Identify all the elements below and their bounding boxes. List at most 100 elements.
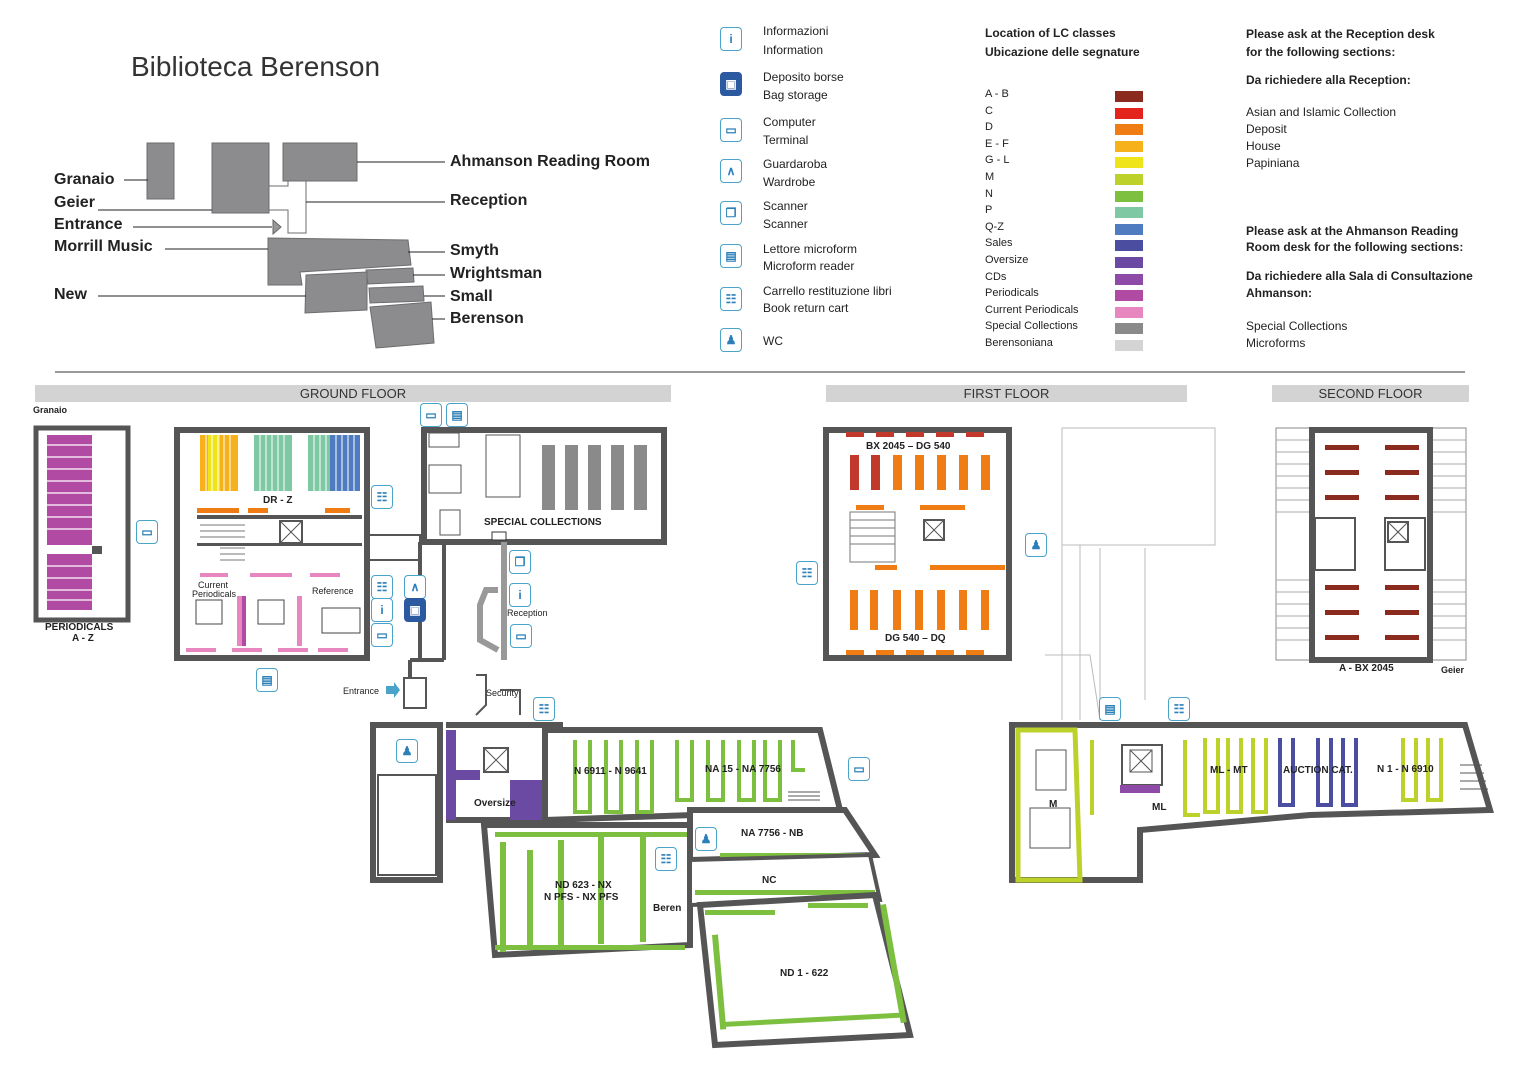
key-block-small[interactable] bbox=[368, 285, 425, 304]
service-en-computer: Terminal bbox=[763, 133, 809, 147]
plan-label-current: Current bbox=[198, 580, 229, 590]
hanger-icon[interactable]: ∧ bbox=[404, 575, 426, 599]
info-icon[interactable]: i bbox=[371, 598, 393, 622]
lc-legend-swatch bbox=[1115, 306, 1143, 318]
key-label-ahmanson[interactable]: Ahmanson Reading Room bbox=[450, 153, 651, 170]
plan-label-m: M bbox=[1049, 799, 1058, 810]
wc-icon[interactable]: ♟ bbox=[695, 827, 717, 851]
floor-title-first: FIRST FLOOR bbox=[826, 385, 1187, 402]
lc-legend-label: Current Periodicals bbox=[985, 303, 1079, 316]
lc-legend-swatch bbox=[1115, 273, 1143, 285]
computer-icon[interactable]: ▭ bbox=[420, 403, 442, 427]
room-nd1[interactable] bbox=[696, 891, 914, 1049]
service-it-scanner: Scanner bbox=[763, 199, 808, 213]
key-block-ahmanson[interactable] bbox=[282, 142, 358, 182]
ahmanson-heading-it-1: Da richiedere alla Sala di Consultazione bbox=[1246, 269, 1473, 283]
key-block-granaio[interactable] bbox=[146, 142, 175, 200]
scanner-icon: ❐ bbox=[720, 201, 742, 225]
first-floor-bottom-shelves bbox=[850, 590, 989, 630]
lc-legend-swatch bbox=[1115, 107, 1143, 119]
lc-legend-swatch bbox=[1115, 240, 1143, 252]
book-cart-icon[interactable]: ☷ bbox=[371, 485, 393, 509]
n6911-shelves bbox=[573, 740, 805, 814]
floor-title-ground: GROUND FLOOR bbox=[35, 385, 671, 402]
page-title: Biblioteca Berenson bbox=[131, 51, 381, 82]
reception-item: Papiniana bbox=[1246, 156, 1300, 170]
service-it-computer: Computer bbox=[763, 115, 816, 129]
room-na7756[interactable] bbox=[687, 807, 881, 864]
reception-item: Deposit bbox=[1246, 122, 1287, 136]
plan-label-a-bx: A - BX 2045 bbox=[1339, 663, 1394, 674]
plan-label-ml: ML bbox=[1152, 802, 1167, 813]
key-label-morrill-music[interactable]: Morrill Music bbox=[54, 238, 153, 255]
scanner-icon[interactable]: ❐ bbox=[509, 550, 531, 574]
service-en-bag: Bag storage bbox=[763, 88, 828, 102]
lc-legend-label: Special Collections bbox=[985, 320, 1078, 333]
service-it-info: Informazioni bbox=[763, 24, 829, 38]
key-block-berenson[interactable] bbox=[369, 301, 435, 349]
key-label-geier[interactable]: Geier bbox=[54, 194, 95, 211]
wc-icon[interactable]: ♟ bbox=[1025, 533, 1047, 557]
computer-icon[interactable]: ▭ bbox=[848, 757, 870, 781]
microform-icon[interactable]: ▤ bbox=[256, 668, 278, 692]
key-label-wrightsman[interactable]: Wrightsman bbox=[450, 265, 543, 282]
service-it-book-cart: Carrello restituzione libri bbox=[763, 284, 892, 298]
book-cart-icon[interactable]: ☷ bbox=[1168, 697, 1190, 721]
book-cart-icon[interactable]: ☷ bbox=[796, 561, 818, 585]
wc-icon: ♟ bbox=[720, 328, 742, 352]
lc-legend-label: Oversize bbox=[985, 254, 1029, 266]
wc-icon[interactable]: ♟ bbox=[396, 739, 418, 763]
first-floor-plan bbox=[823, 427, 1494, 883]
key-label-small[interactable]: Small bbox=[450, 288, 493, 305]
book-cart-icon[interactable]: ☷ bbox=[533, 697, 555, 721]
ahmanson-item: Microforms bbox=[1246, 336, 1306, 350]
nd623-shelves bbox=[495, 832, 690, 952]
lc-legend-swatch bbox=[1115, 157, 1143, 169]
key-block-morrill[interactable] bbox=[267, 237, 412, 286]
oversize-shelf bbox=[446, 730, 456, 820]
ml-shelves bbox=[1090, 738, 1443, 817]
book-cart-icon[interactable]: ☷ bbox=[655, 847, 677, 871]
computer-icon[interactable]: ▭ bbox=[136, 520, 158, 544]
room-nd623[interactable] bbox=[480, 822, 693, 959]
lc-legend-swatch bbox=[1115, 257, 1143, 268]
lc-legend-swatch bbox=[1115, 140, 1143, 152]
key-label-berenson[interactable]: Berenson bbox=[450, 310, 524, 327]
lc-legend-title-it: Ubicazione delle segnature bbox=[985, 45, 1140, 59]
key-block-geier[interactable] bbox=[211, 142, 270, 214]
key-label-new[interactable]: New bbox=[54, 286, 87, 303]
key-label-smyth[interactable]: Smyth bbox=[450, 242, 499, 259]
service-en-microform: Microform reader bbox=[763, 259, 855, 273]
plan-label-dr-z: DR - Z bbox=[263, 495, 293, 506]
computer-icon[interactable]: ▭ bbox=[371, 623, 393, 647]
floor-title-second: SECOND FLOOR bbox=[1272, 385, 1469, 402]
reception-heading-it: Da richiedere alla Reception: bbox=[1246, 73, 1411, 87]
plan-label-dg540: DG 540 – DQ bbox=[885, 633, 946, 644]
lc-legend-label: E - F bbox=[985, 137, 1009, 150]
plan-label-n6911: N 6911 - N 9641 bbox=[574, 766, 647, 777]
lc-legend-swatch bbox=[1115, 207, 1143, 219]
microform-icon[interactable]: ▤ bbox=[446, 403, 468, 427]
key-label-granaio[interactable]: Granaio bbox=[54, 171, 115, 188]
book-cart-icon[interactable]: ☷ bbox=[371, 575, 393, 599]
bag-icon[interactable]: ▣ bbox=[404, 598, 426, 622]
plan-label-special-collections: SPECIAL COLLECTIONS bbox=[484, 517, 602, 528]
service-it-bag: Deposito borse bbox=[763, 70, 844, 84]
bag-icon: ▣ bbox=[720, 72, 742, 96]
second-floor-plan bbox=[1275, 427, 1467, 663]
info-icon[interactable]: i bbox=[509, 583, 531, 607]
computer-icon[interactable]: ▭ bbox=[510, 624, 532, 648]
key-label-entrance[interactable]: Entrance bbox=[54, 216, 123, 233]
key-block-new[interactable] bbox=[304, 271, 368, 314]
lc-legend-label: P bbox=[985, 204, 993, 217]
plan-label-nc: NC bbox=[762, 875, 777, 886]
info-icon: i bbox=[720, 27, 742, 51]
microform-icon[interactable]: ▤ bbox=[1099, 697, 1121, 721]
service-en-info: Information bbox=[763, 43, 824, 57]
computer-icon: ▭ bbox=[720, 118, 742, 142]
room-second-floor-main[interactable] bbox=[1309, 427, 1433, 663]
key-label-reception[interactable]: Reception bbox=[450, 192, 528, 209]
plan-label-reference: Reference bbox=[312, 586, 354, 596]
key-block-wrightsman[interactable] bbox=[365, 267, 415, 285]
plan-label-nd623: ND 623 - NX bbox=[555, 880, 612, 891]
